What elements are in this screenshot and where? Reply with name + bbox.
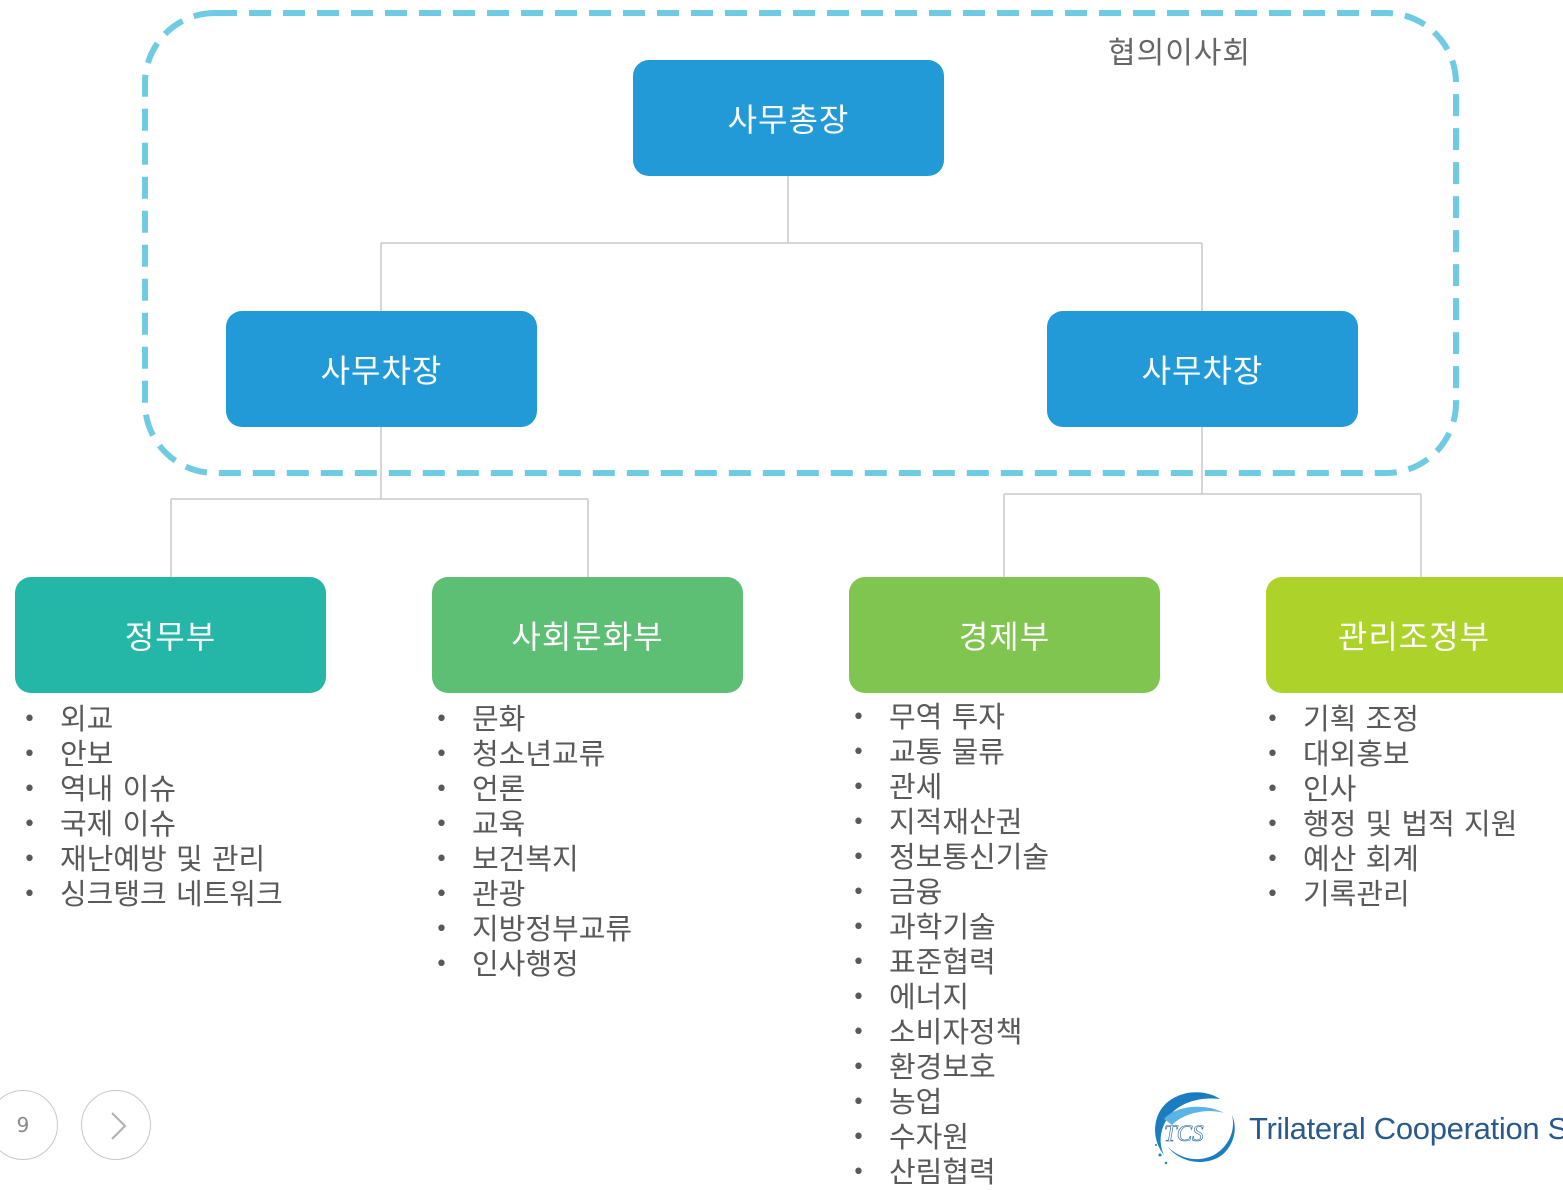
list-item: 청소년교류 xyxy=(427,737,632,772)
list-item: 산림협력 xyxy=(844,1155,1049,1190)
list-item: 기록관리 xyxy=(1258,877,1517,912)
list-item: 국제 이슈 xyxy=(15,807,283,842)
council-boundary xyxy=(142,10,1459,476)
list-item: 관세 xyxy=(844,770,1049,805)
list-item: 싱크탱크 네트워크 xyxy=(15,877,283,912)
department-duties-list: 외교 안보 역내 이슈 국제 이슈 재난예방 및 관리 싱크탱크 네트워크 xyxy=(15,702,283,912)
list-item: 금융 xyxy=(844,875,1049,910)
list-item: 외교 xyxy=(15,702,283,737)
department-box-political: 정무부 xyxy=(15,577,326,693)
list-item: 정보통신기술 xyxy=(844,840,1049,875)
department-duties-list: 무역 투자 교통 물류 관세 지적재산권 정보통신기술 금융 과학기술 표준협력… xyxy=(844,700,1049,1190)
svg-text:TCS: TCS xyxy=(1164,1121,1204,1146)
chevron-right-icon xyxy=(111,1112,127,1140)
list-item: 보건복지 xyxy=(427,842,632,877)
department-box-socio-cultural: 사회문화부 xyxy=(432,577,743,693)
deputy-secretary-general-box: 사무차장 xyxy=(1047,311,1358,427)
list-item: 인사행정 xyxy=(427,947,632,982)
list-item: 관광 xyxy=(427,877,632,912)
list-item: 소비자정책 xyxy=(844,1015,1049,1050)
list-item: 수자원 xyxy=(844,1120,1049,1155)
department-label: 사회문화부 xyxy=(511,618,664,656)
secretary-general-label: 사무총장 xyxy=(727,101,850,139)
secretary-general-box: 사무총장 xyxy=(633,60,944,176)
deputy-secretary-general-box: 사무차장 xyxy=(226,311,537,427)
list-item: 농업 xyxy=(844,1085,1049,1120)
list-item: 문화 xyxy=(427,702,632,737)
council-label: 협의이사회 xyxy=(1108,36,1251,71)
list-item: 무역 투자 xyxy=(844,700,1049,735)
department-label: 관리조정부 xyxy=(1337,618,1491,656)
tcs-logo: TCS Trilateral Cooperation S xyxy=(1150,1085,1563,1175)
deputy-label: 사무차장 xyxy=(320,352,443,390)
department-duties-list: 기획 조정 대외홍보 인사 행정 및 법적 지원 예산 회계 기록관리 xyxy=(1258,702,1517,912)
list-item: 인사 xyxy=(1258,772,1517,807)
list-item: 기획 조정 xyxy=(1258,702,1517,737)
list-item: 교통 물류 xyxy=(844,735,1049,770)
list-item: 대외홍보 xyxy=(1258,737,1517,772)
list-item: 교육 xyxy=(427,807,632,842)
list-item: 안보 xyxy=(15,737,283,772)
list-item: 예산 회계 xyxy=(1258,842,1517,877)
list-item: 과학기술 xyxy=(844,910,1049,945)
list-item: 환경보호 xyxy=(844,1050,1049,1085)
list-item: 지적재산권 xyxy=(844,805,1049,840)
page-number-label: 9 xyxy=(16,1113,30,1137)
list-item: 지방정부교류 xyxy=(427,912,632,947)
list-item: 에너지 xyxy=(844,980,1049,1015)
department-box-economic: 경제부 xyxy=(849,577,1160,693)
next-slide-button[interactable] xyxy=(81,1090,151,1160)
list-item: 언론 xyxy=(427,772,632,807)
list-item: 재난예방 및 관리 xyxy=(15,842,283,877)
tcs-logo-mark-icon: TCS xyxy=(1155,1092,1235,1165)
list-item: 역내 이슈 xyxy=(15,772,283,807)
department-duties-list: 문화 청소년교류 언론 교육 보건복지 관광 지방정부교류 인사행정 xyxy=(427,702,632,982)
list-item: 표준협력 xyxy=(844,945,1049,980)
list-item: 행정 및 법적 지원 xyxy=(1258,807,1517,842)
deputy-label: 사무차장 xyxy=(1141,352,1264,390)
department-label: 경제부 xyxy=(958,618,1051,656)
department-label: 정무부 xyxy=(124,618,217,656)
department-box-management: 관리조정부 xyxy=(1266,577,1563,693)
logo-text: Trilateral Cooperation S xyxy=(1249,1111,1563,1146)
